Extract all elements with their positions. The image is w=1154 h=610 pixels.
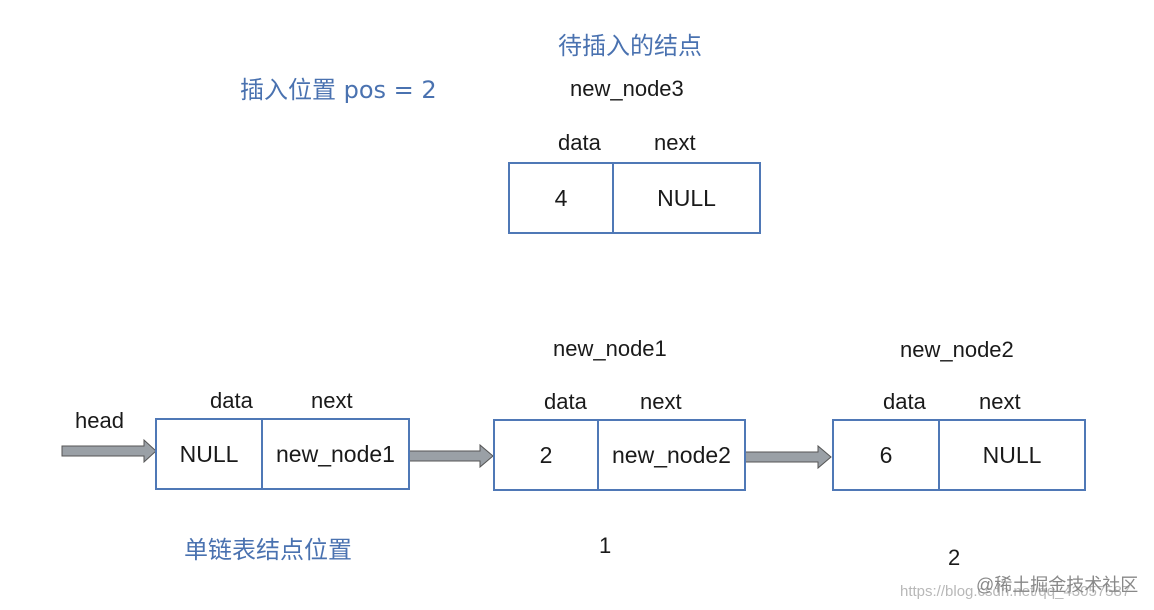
node-1-next-cell: new_node2 (597, 421, 744, 489)
pending-node-next-label: next (654, 130, 696, 155)
node-2-position: 2 (948, 545, 961, 570)
watermark-brand: @稀土掘金技术社区 (976, 575, 1139, 595)
node-1-next-label: next (640, 389, 682, 414)
node-2-data-cell: 6 (879, 441, 893, 468)
link-arrow-1-2 (738, 444, 832, 470)
node-2-next-label: next (979, 389, 1021, 414)
list-node-2: 6 NULL (832, 419, 1086, 491)
pending-node-data-cell: 4 (554, 184, 568, 211)
list-node-1: 2 new_node2 (493, 419, 746, 491)
node-0-data-label: data (210, 388, 253, 413)
link-arrow-0-1 (399, 443, 494, 469)
node-0-data-cell: NULL (179, 440, 239, 467)
node-2-name: new_node2 (900, 337, 1014, 362)
insert-position-label: 插入位置 pos = 2 (240, 76, 437, 104)
list-node-0: NULL new_node1 (155, 418, 410, 490)
pending-node-name: new_node3 (570, 76, 684, 101)
head-arrow (61, 438, 157, 464)
node-2-data-label: data (883, 389, 926, 414)
node-0-next-cell: new_node1 (261, 420, 408, 488)
head-label: head (75, 408, 124, 433)
watermark-url: https://blog.csdn.net/qq_43057587 (900, 583, 1131, 600)
node-0-next-label: next (311, 388, 353, 413)
node-1-data-label: data (544, 389, 587, 414)
pending-node-box: 4 NULL (508, 162, 761, 234)
node-1-name: new_node1 (553, 336, 667, 361)
node-2-next-cell: NULL (938, 421, 1084, 489)
pending-node-data-label: data (558, 130, 601, 155)
pending-node-title: 待插入的结点 (558, 32, 702, 60)
node-1-position: 1 (599, 533, 612, 558)
list-position-title: 单链表结点位置 (184, 536, 352, 564)
pending-node-next-cell: NULL (612, 164, 759, 232)
node-1-data-cell: 2 (539, 441, 553, 468)
